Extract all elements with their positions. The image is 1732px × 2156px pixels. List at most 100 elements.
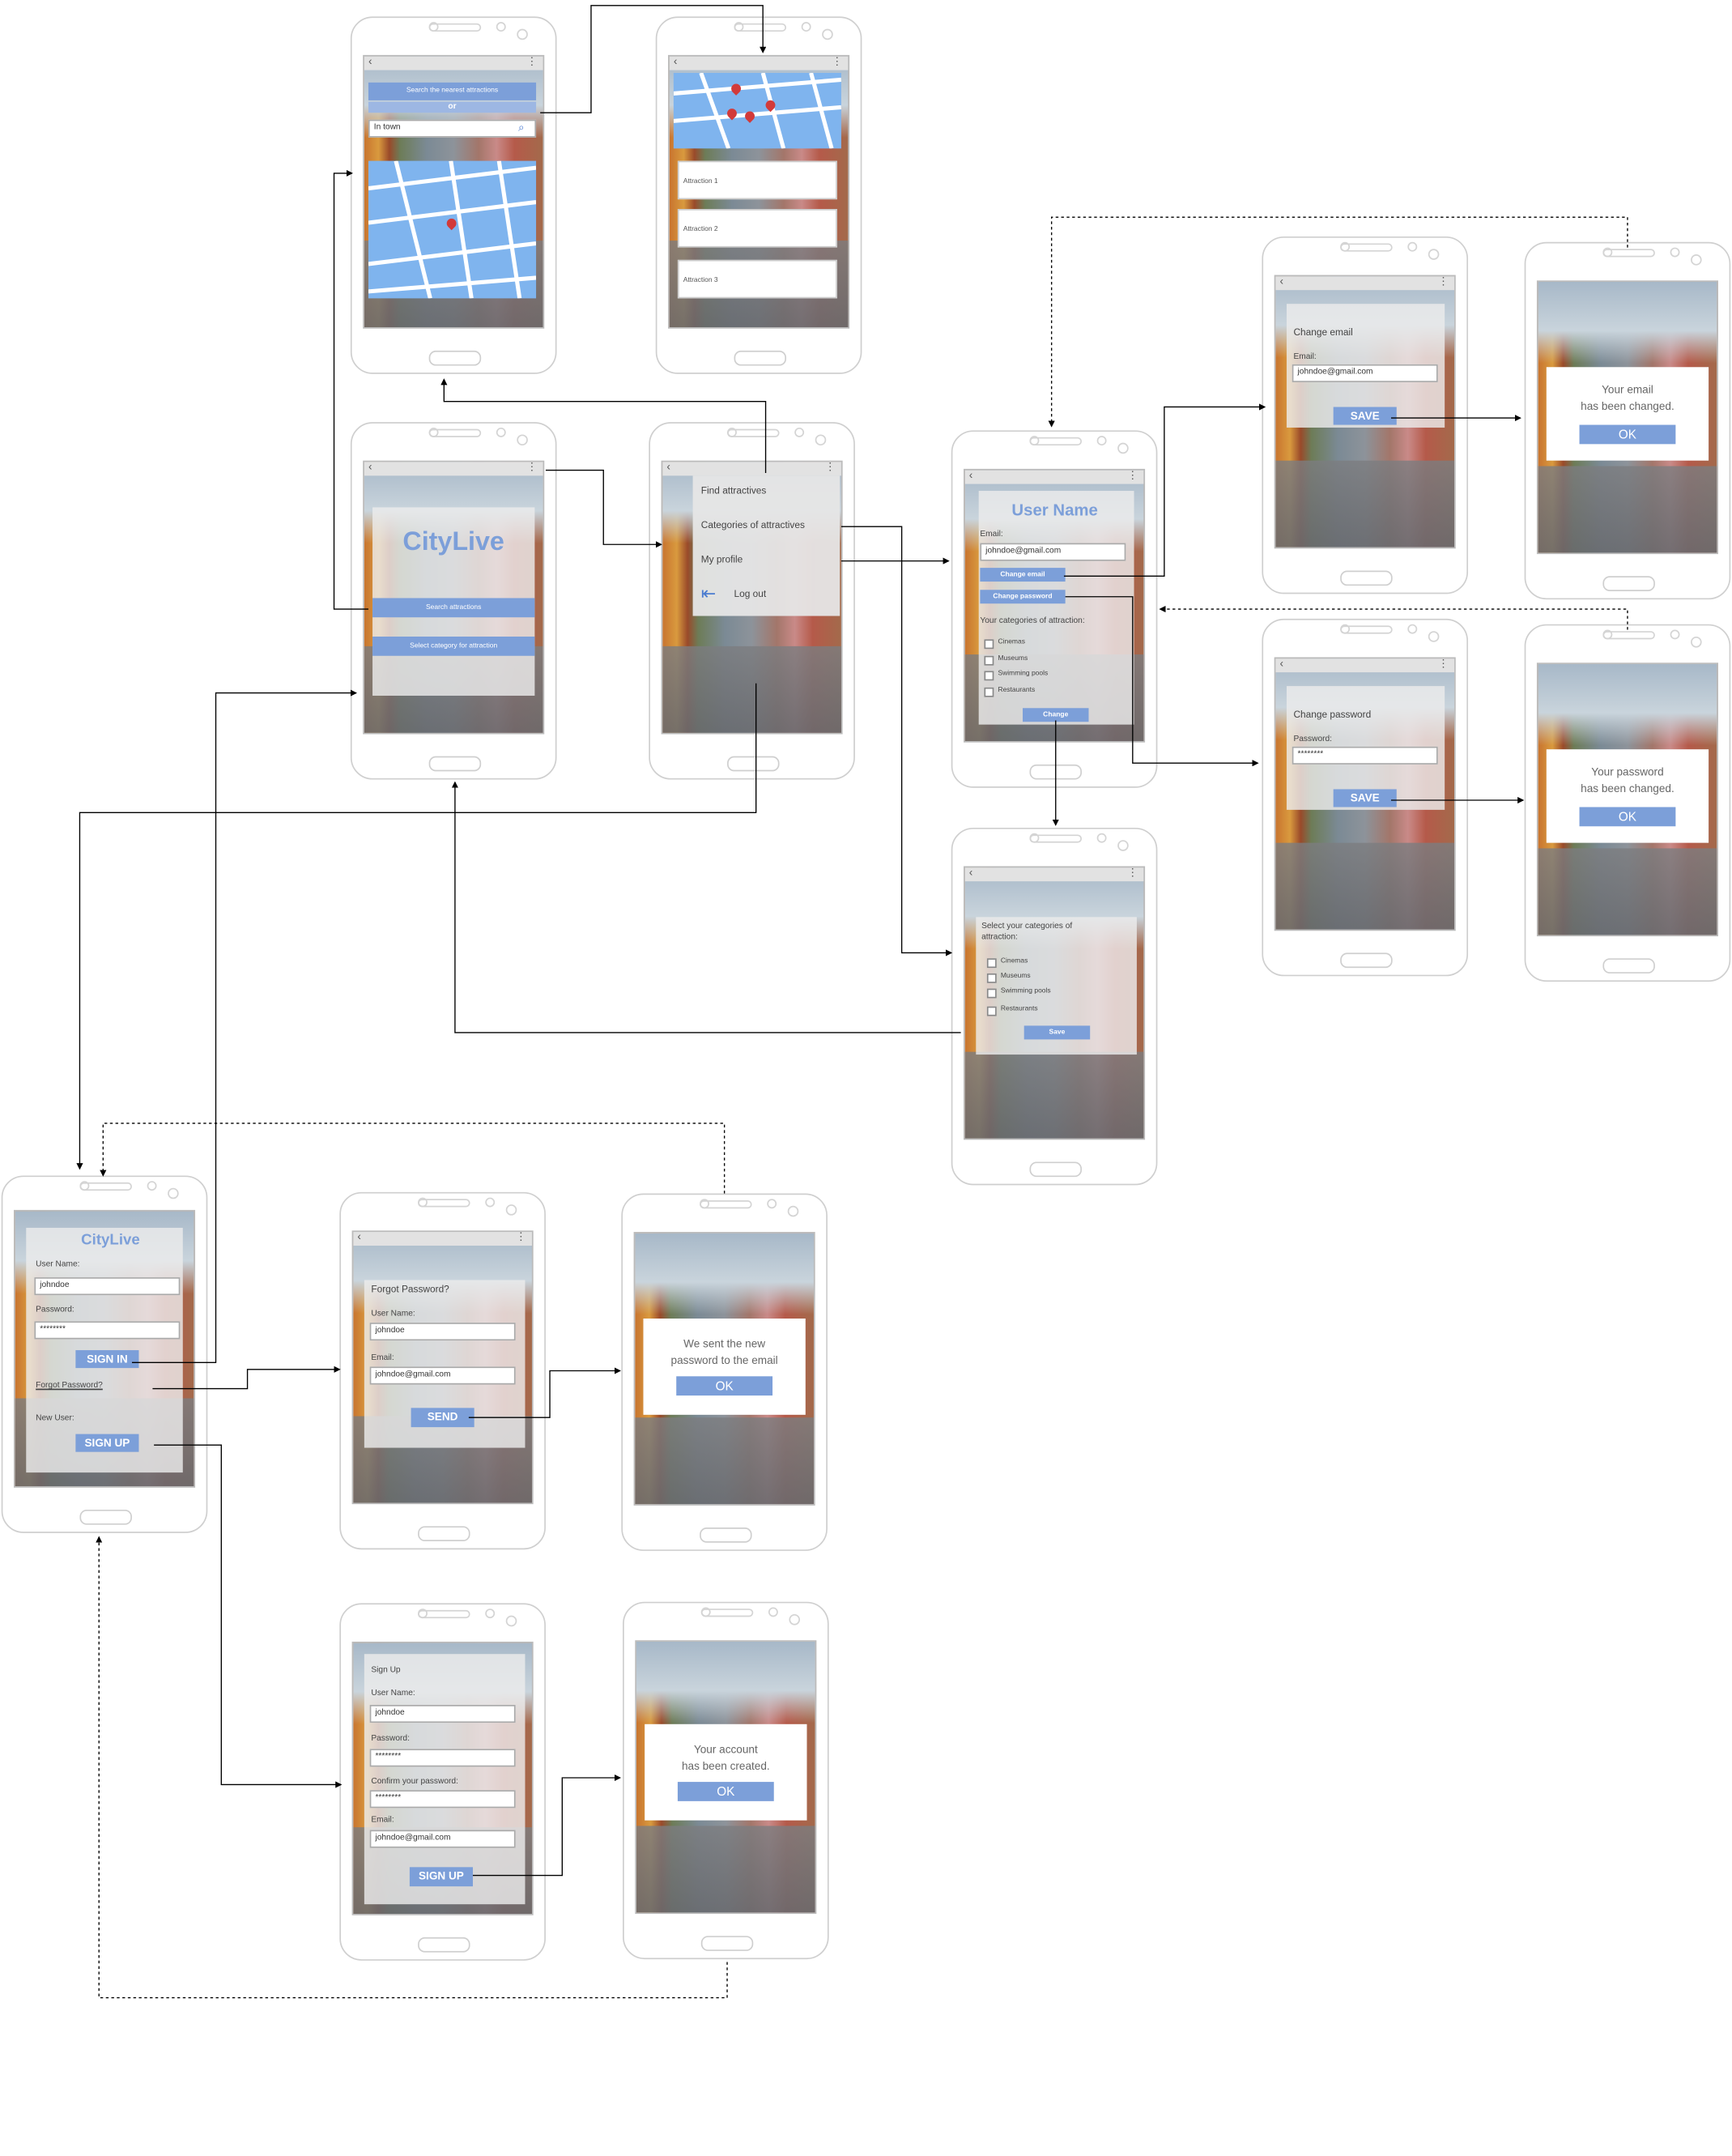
screen-signup: Sign Up User Name: johndoe Password: ***… [351, 1641, 534, 1915]
new-user-label: New User: [36, 1414, 74, 1424]
category-pools: Swimming pools [998, 669, 1049, 678]
menu-item-find[interactable]: Find attractives [700, 486, 767, 496]
sign-up-button[interactable]: SIGN UP [409, 1867, 473, 1887]
confirm-password-field[interactable]: ******** [369, 1790, 516, 1809]
chevron-left-icon[interactable]: ‹ [666, 460, 670, 473]
password-changed-dialog: Your password has been changed. OK [1546, 749, 1709, 843]
save-email-button[interactable]: SAVE [1333, 407, 1397, 425]
chevron-left-icon[interactable]: ‹ [368, 54, 372, 68]
username-field[interactable]: johndoe [369, 1705, 516, 1724]
ok-button[interactable]: OK [676, 1376, 773, 1396]
checkbox-cinemas[interactable] [984, 639, 994, 650]
dialog-line-1: We sent the new [683, 1337, 766, 1351]
search-attractions-button[interactable]: Search attractions [372, 598, 535, 618]
ok-button[interactable]: OK [677, 1782, 774, 1801]
menu-item-categories[interactable]: Categories of attractives [700, 521, 805, 531]
phone-forgot: ‹⋮ Forgot Password? User Name: johndoe E… [339, 1191, 546, 1550]
password-field[interactable]: ******** [34, 1321, 181, 1340]
results-map[interactable] [673, 72, 841, 149]
checkbox-restaurants[interactable] [986, 1006, 997, 1016]
attraction-item-1[interactable]: Attraction 1 [677, 160, 837, 200]
kebab-menu-icon[interactable]: ⋮ [526, 460, 538, 473]
ok-button[interactable]: OK [1579, 424, 1676, 445]
map-view[interactable] [368, 160, 537, 299]
ok-button[interactable]: OK [1579, 807, 1676, 827]
kebab-menu-icon[interactable]: ⋮ [526, 54, 538, 68]
save-categories-button[interactable]: Save [1023, 1025, 1091, 1040]
kebab-menu-icon[interactable]: ⋮ [824, 460, 836, 473]
forgot-password-link[interactable]: Forgot Password? [36, 1382, 103, 1391]
chevron-left-icon[interactable]: ‹ [357, 1230, 361, 1243]
checkbox-restaurants[interactable] [984, 687, 994, 697]
save-password-button[interactable]: SAVE [1333, 789, 1397, 807]
screen-login: CityLive User Name: johndoe Password: **… [13, 1209, 196, 1488]
dialog-line-2: has been changed. [1581, 782, 1675, 795]
map-streets [673, 72, 841, 149]
sign-in-button[interactable]: SIGN IN [75, 1350, 139, 1369]
login-app-title: CityLive [81, 1232, 140, 1249]
username-label: User Name: [371, 1689, 415, 1698]
attraction-item-2[interactable]: Attraction 2 [677, 209, 837, 248]
email-label: Email: [1293, 353, 1317, 362]
category-restaurants: Restaurants [1000, 1004, 1038, 1014]
send-button[interactable]: SEND [411, 1408, 474, 1428]
email-field[interactable]: johndoe@gmail.com [369, 1366, 516, 1385]
username-field[interactable]: johndoe [34, 1277, 181, 1296]
chevron-left-icon[interactable]: ‹ [1279, 275, 1284, 288]
dialog-line-1: Your account [693, 1743, 758, 1756]
change-password-button[interactable]: Change password [980, 590, 1066, 604]
category-museums: Museums [1000, 972, 1031, 981]
checkbox-museums[interactable] [984, 655, 994, 666]
town-search-input[interactable]: In town [368, 119, 537, 138]
link-categories-to-home [451, 781, 961, 1033]
checkbox-pools[interactable] [984, 671, 994, 681]
kebab-menu-icon[interactable]: ⋮ [1437, 275, 1449, 288]
chevron-left-icon[interactable]: ‹ [368, 460, 372, 473]
screen-menu: ‹ ⋮ Find attractives Categories of attrac… [661, 460, 843, 735]
attraction-item-3[interactable]: Attraction 3 [677, 259, 837, 299]
change-email-button[interactable]: Change email [980, 568, 1066, 582]
kebab-menu-icon[interactable]: ⋮ [1127, 866, 1138, 879]
kebab-menu-icon[interactable]: ⋮ [515, 1230, 527, 1243]
nearest-attractions-button[interactable]: Search the nearest attractions [368, 82, 537, 100]
screen-forgot: ‹⋮ Forgot Password? User Name: johndoe E… [351, 1230, 534, 1505]
checkbox-cinemas[interactable] [986, 958, 997, 969]
screen-email-changed: Your email has been changed. OK [1536, 280, 1718, 555]
password-field[interactable]: ******** [369, 1749, 516, 1767]
category-pools: Swimming pools [1000, 986, 1051, 996]
chevron-left-icon[interactable]: ‹ [968, 468, 973, 482]
menu-item-logout[interactable]: Log out [734, 590, 767, 600]
change-categories-button[interactable]: Change [1023, 708, 1089, 722]
select-category-button[interactable]: Select category for attraction [372, 636, 535, 656]
logout-icon[interactable]: ⇤ [700, 582, 717, 604]
checkbox-pools[interactable] [986, 988, 997, 999]
password-label: Password: [36, 1306, 74, 1314]
search-icon[interactable]: ⌕ [517, 121, 525, 134]
category-cinemas: Cinemas [1000, 957, 1028, 965]
screen-home: ‹⋮ CityLive Search attractions Select ca… [363, 460, 545, 735]
signup-title: Sign Up [371, 1666, 401, 1675]
kebab-menu-icon[interactable]: ⋮ [1437, 657, 1449, 670]
phone-results: ‹ ⋮ Attraction 1 Attraction 2 Attraction … [655, 16, 862, 374]
phone-menu: ‹ ⋮ Find attractives Categories of attrac… [649, 422, 855, 780]
chevron-left-icon[interactable]: ‹ [673, 54, 678, 68]
screen-password-changed: Your password has been changed. OK [1536, 663, 1718, 937]
category-restaurants: Restaurants [998, 686, 1036, 695]
email-field[interactable]: johndoe@gmail.com [369, 1830, 516, 1848]
screen-categories: ‹⋮ Select your categories of attraction:… [964, 866, 1146, 1140]
password-field[interactable]: ******** [1292, 746, 1438, 765]
chevron-left-icon[interactable]: ‹ [968, 866, 973, 879]
kebab-menu-icon[interactable]: ⋮ [1127, 468, 1138, 482]
kebab-menu-icon[interactable]: ⋮ [832, 54, 843, 68]
chevron-left-icon[interactable]: ‹ [1279, 657, 1284, 670]
checkbox-museums[interactable] [986, 973, 997, 983]
forgot-title: Forgot Password? [371, 1285, 449, 1296]
username-field[interactable]: johndoe [369, 1323, 516, 1341]
email-field[interactable]: johndoe@gmail.com [1292, 364, 1438, 382]
menu-item-profile[interactable]: My profile [700, 555, 743, 565]
screen-search: ‹⋮ Search the nearest attractions or In … [363, 54, 545, 329]
screen-forgot-sent: We sent the new password to the email OK [633, 1232, 815, 1506]
screen-results: ‹ ⋮ Attraction 1 Attraction 2 Attraction … [668, 54, 850, 329]
sign-up-button[interactable]: SIGN UP [75, 1434, 139, 1452]
email-field[interactable]: johndoe@gmail.com [980, 543, 1126, 561]
